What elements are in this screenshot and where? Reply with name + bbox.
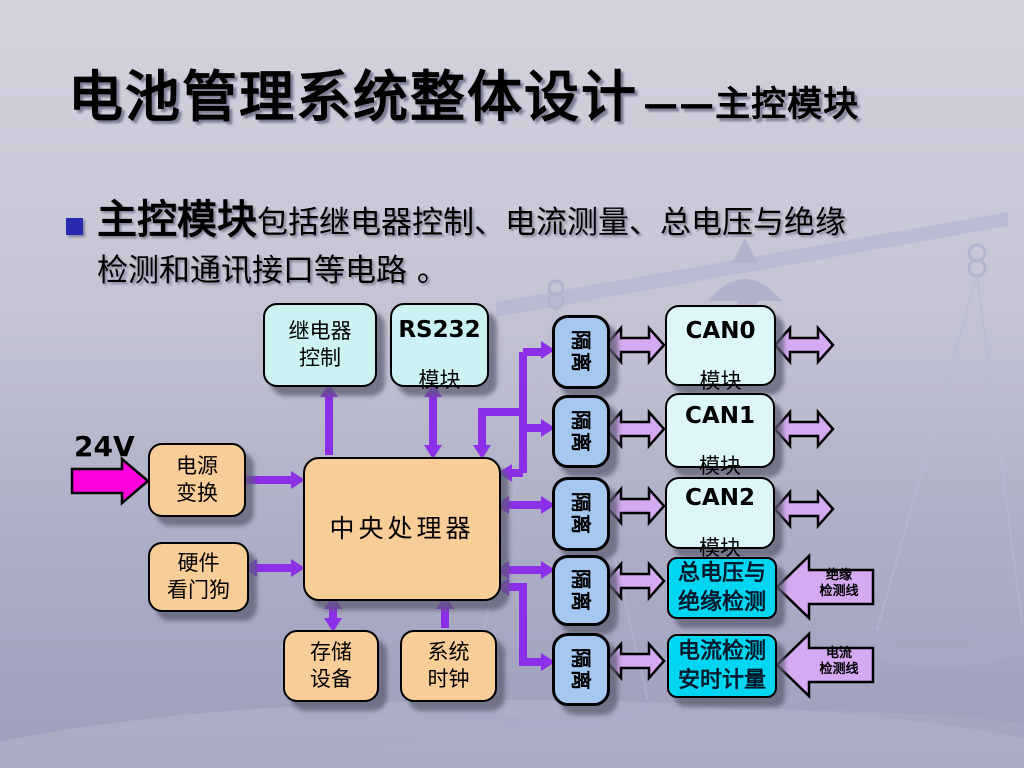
box-isolator-2: 隔离: [552, 395, 610, 468]
bullet-text: 主控模块包括继电器控制、电流测量、总电压与绝缘检测和通讯接口等电路 。: [64, 192, 954, 293]
box-isolator-1: 隔离: [552, 315, 610, 389]
box-system-clock: 系统 时钟: [400, 630, 497, 702]
bullet-lead: 主控模块: [97, 196, 257, 243]
insulation-line-label: 绝缘 检测线: [819, 568, 859, 599]
box-current-detect-ah-meter: 电流检测 安时计量: [667, 634, 777, 698]
page-title: 电池管理系统整体设计 ——主控模块: [68, 52, 859, 132]
box-central-processor: 中央处理器: [303, 457, 501, 601]
title-main: 电池管理系统整体设计: [68, 65, 639, 129]
box-isolator-5: 隔离: [552, 633, 610, 706]
box-can1-module: CAN1 模块: [665, 393, 775, 478]
bullet-marker: [66, 218, 83, 235]
box-power-conversion: 电源 变换: [148, 443, 246, 517]
rs232-label-en: RS232: [398, 317, 481, 344]
bullet-row: 主控模块包括继电器控制、电流测量、总电压与绝缘检测和通讯接口等电路 。: [64, 192, 954, 293]
box-rs232-module: RS232 模块: [390, 303, 489, 392]
box-relay-control: 继电器 控制: [263, 303, 377, 387]
box-isolator-4: 隔离: [552, 555, 610, 626]
title-sub: ——主控模块: [643, 85, 860, 125]
box-can2-module: CAN2 模块: [665, 477, 775, 560]
box-can0-module: CAN0 模块: [665, 305, 776, 393]
rs232-label-cn: 模块: [418, 368, 461, 393]
box-hardware-watchdog: 硬件 看门狗: [148, 542, 249, 612]
input-24v-label: 24V: [74, 430, 135, 463]
bullet-line2: 检测和通讯接口等电路 。: [97, 252, 448, 289]
box-voltage-insulation-detect: 总电压与 绝缘检测: [667, 557, 777, 619]
bullet-line1: 包括继电器控制、电流测量、总电压与绝缘: [257, 205, 846, 241]
current-line-label: 电流 检测线: [819, 646, 859, 677]
box-storage-device: 存储 设备: [283, 630, 379, 702]
box-isolator-3: 隔离: [552, 477, 610, 551]
